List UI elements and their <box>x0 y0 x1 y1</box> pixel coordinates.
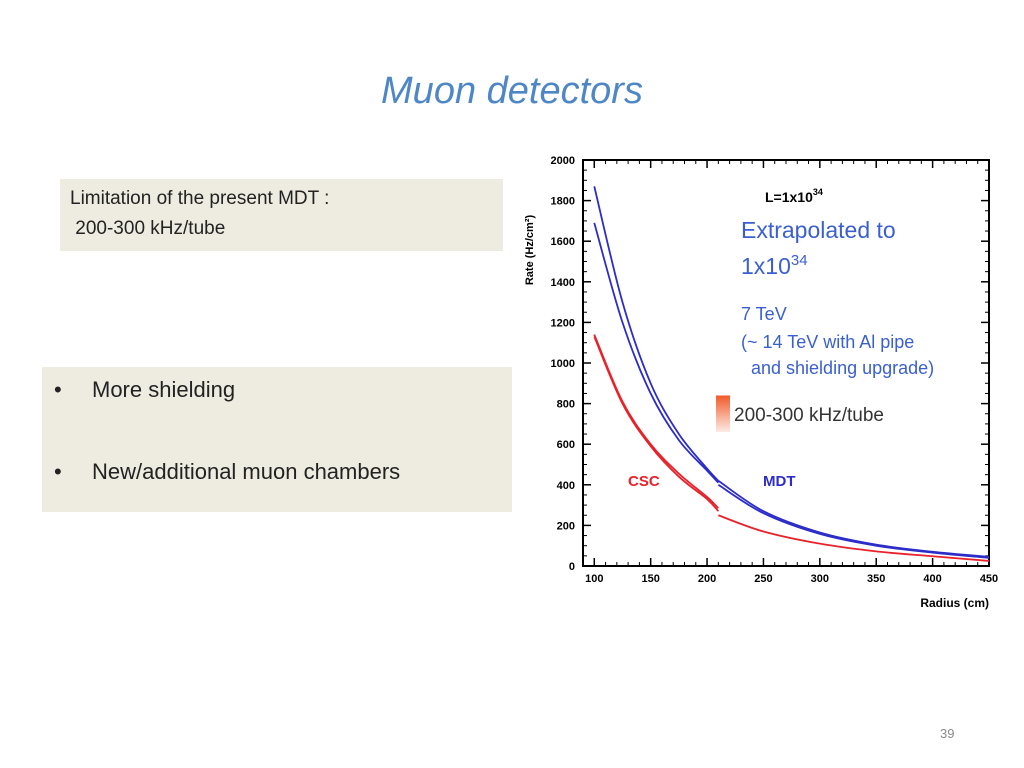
energy-line-3: and shielding upgrade) <box>741 358 934 378</box>
series-line-mdt <box>593 186 719 482</box>
bullet-dot: • <box>54 377 62 402</box>
limitation-line-2: 200-300 kHz/tube <box>70 218 226 239</box>
axes: 0 200 400 600 800 1000 1200 1400 1600 1800 2000 100… <box>551 155 999 585</box>
energy-line-2: (~ 14 TeV with Al pipe <box>741 332 914 352</box>
csc-label: CSC <box>628 473 660 490</box>
luminosity-exponent: 34 <box>813 187 823 197</box>
y-tick-label: 1400 <box>551 277 575 289</box>
series-line-csc <box>718 514 990 562</box>
limitation-line-1: Limitation of the present MDT : <box>70 188 330 209</box>
series-line-mdt <box>717 479 990 558</box>
bullet-text-1: More shielding <box>92 377 236 402</box>
bullet-item-1: • More shielding <box>54 377 235 403</box>
extrapolated-exponent: 34 <box>791 252 808 269</box>
series-line-csc <box>593 334 719 509</box>
band-label: 200-300 kHz/tube <box>734 405 884 426</box>
bullet-box: • More shielding • New/additional muon c… <box>42 367 512 512</box>
y-tick-label: 200 <box>557 520 575 532</box>
rate-limit-band <box>716 395 730 433</box>
mdt-label: MDT <box>763 473 796 490</box>
luminosity-text: L=1x10 <box>765 189 813 205</box>
series-line-mdt <box>717 484 990 559</box>
luminosity-label: L=1x1034 <box>765 187 823 205</box>
y-tick-label: 400 <box>557 480 575 492</box>
extrapolated-value: 1x10 <box>741 253 791 279</box>
extrapolated-line-1: Extrapolated to <box>741 217 896 243</box>
series-line-mdt <box>593 222 719 484</box>
x-tick-label: 250 <box>754 573 772 585</box>
x-tick-label: 200 <box>698 573 716 585</box>
x-tick-label: 450 <box>980 573 998 585</box>
x-tick-label: 150 <box>641 573 659 585</box>
rate-limit-bar <box>716 395 730 433</box>
y-tick-label: 1800 <box>551 196 575 208</box>
extrapolated-line-2: 1x1034 <box>741 252 808 279</box>
bullet-dot: • <box>54 459 62 484</box>
page-number: 39 <box>940 726 955 741</box>
x-axis-label: Radius (cm) <box>920 596 989 610</box>
y-tick-label: 0 <box>569 561 575 573</box>
y-tick-label: 1000 <box>551 358 575 370</box>
bullet-text-2: New/additional muon chambers <box>92 459 401 484</box>
energy-line-1: 7 TeV <box>741 304 787 324</box>
slide-title: Muon detectors <box>381 70 643 112</box>
x-tick-label: 300 <box>811 573 829 585</box>
y-tick-label: 600 <box>557 439 575 451</box>
x-tick-label: 350 <box>867 573 885 585</box>
y-tick-label: 1600 <box>551 236 575 248</box>
y-axis-label: Rate (Hz/cm²) <box>524 215 536 286</box>
limitation-box: Limitation of the present MDT : 200-300 … <box>60 179 503 251</box>
bullet-item-2: • New/additional muon chambers <box>54 459 400 485</box>
y-tick-label: 2000 <box>551 155 575 167</box>
y-tick-label: 1200 <box>551 317 575 329</box>
x-tick-label: 400 <box>923 573 941 585</box>
x-tick-label: 100 <box>585 573 603 585</box>
rate-vs-radius-chart: 0 200 400 600 800 1000 1200 1400 1600 1800 2000 100… <box>524 155 999 610</box>
series-lines <box>593 186 990 562</box>
y-tick-label: 800 <box>557 399 575 411</box>
